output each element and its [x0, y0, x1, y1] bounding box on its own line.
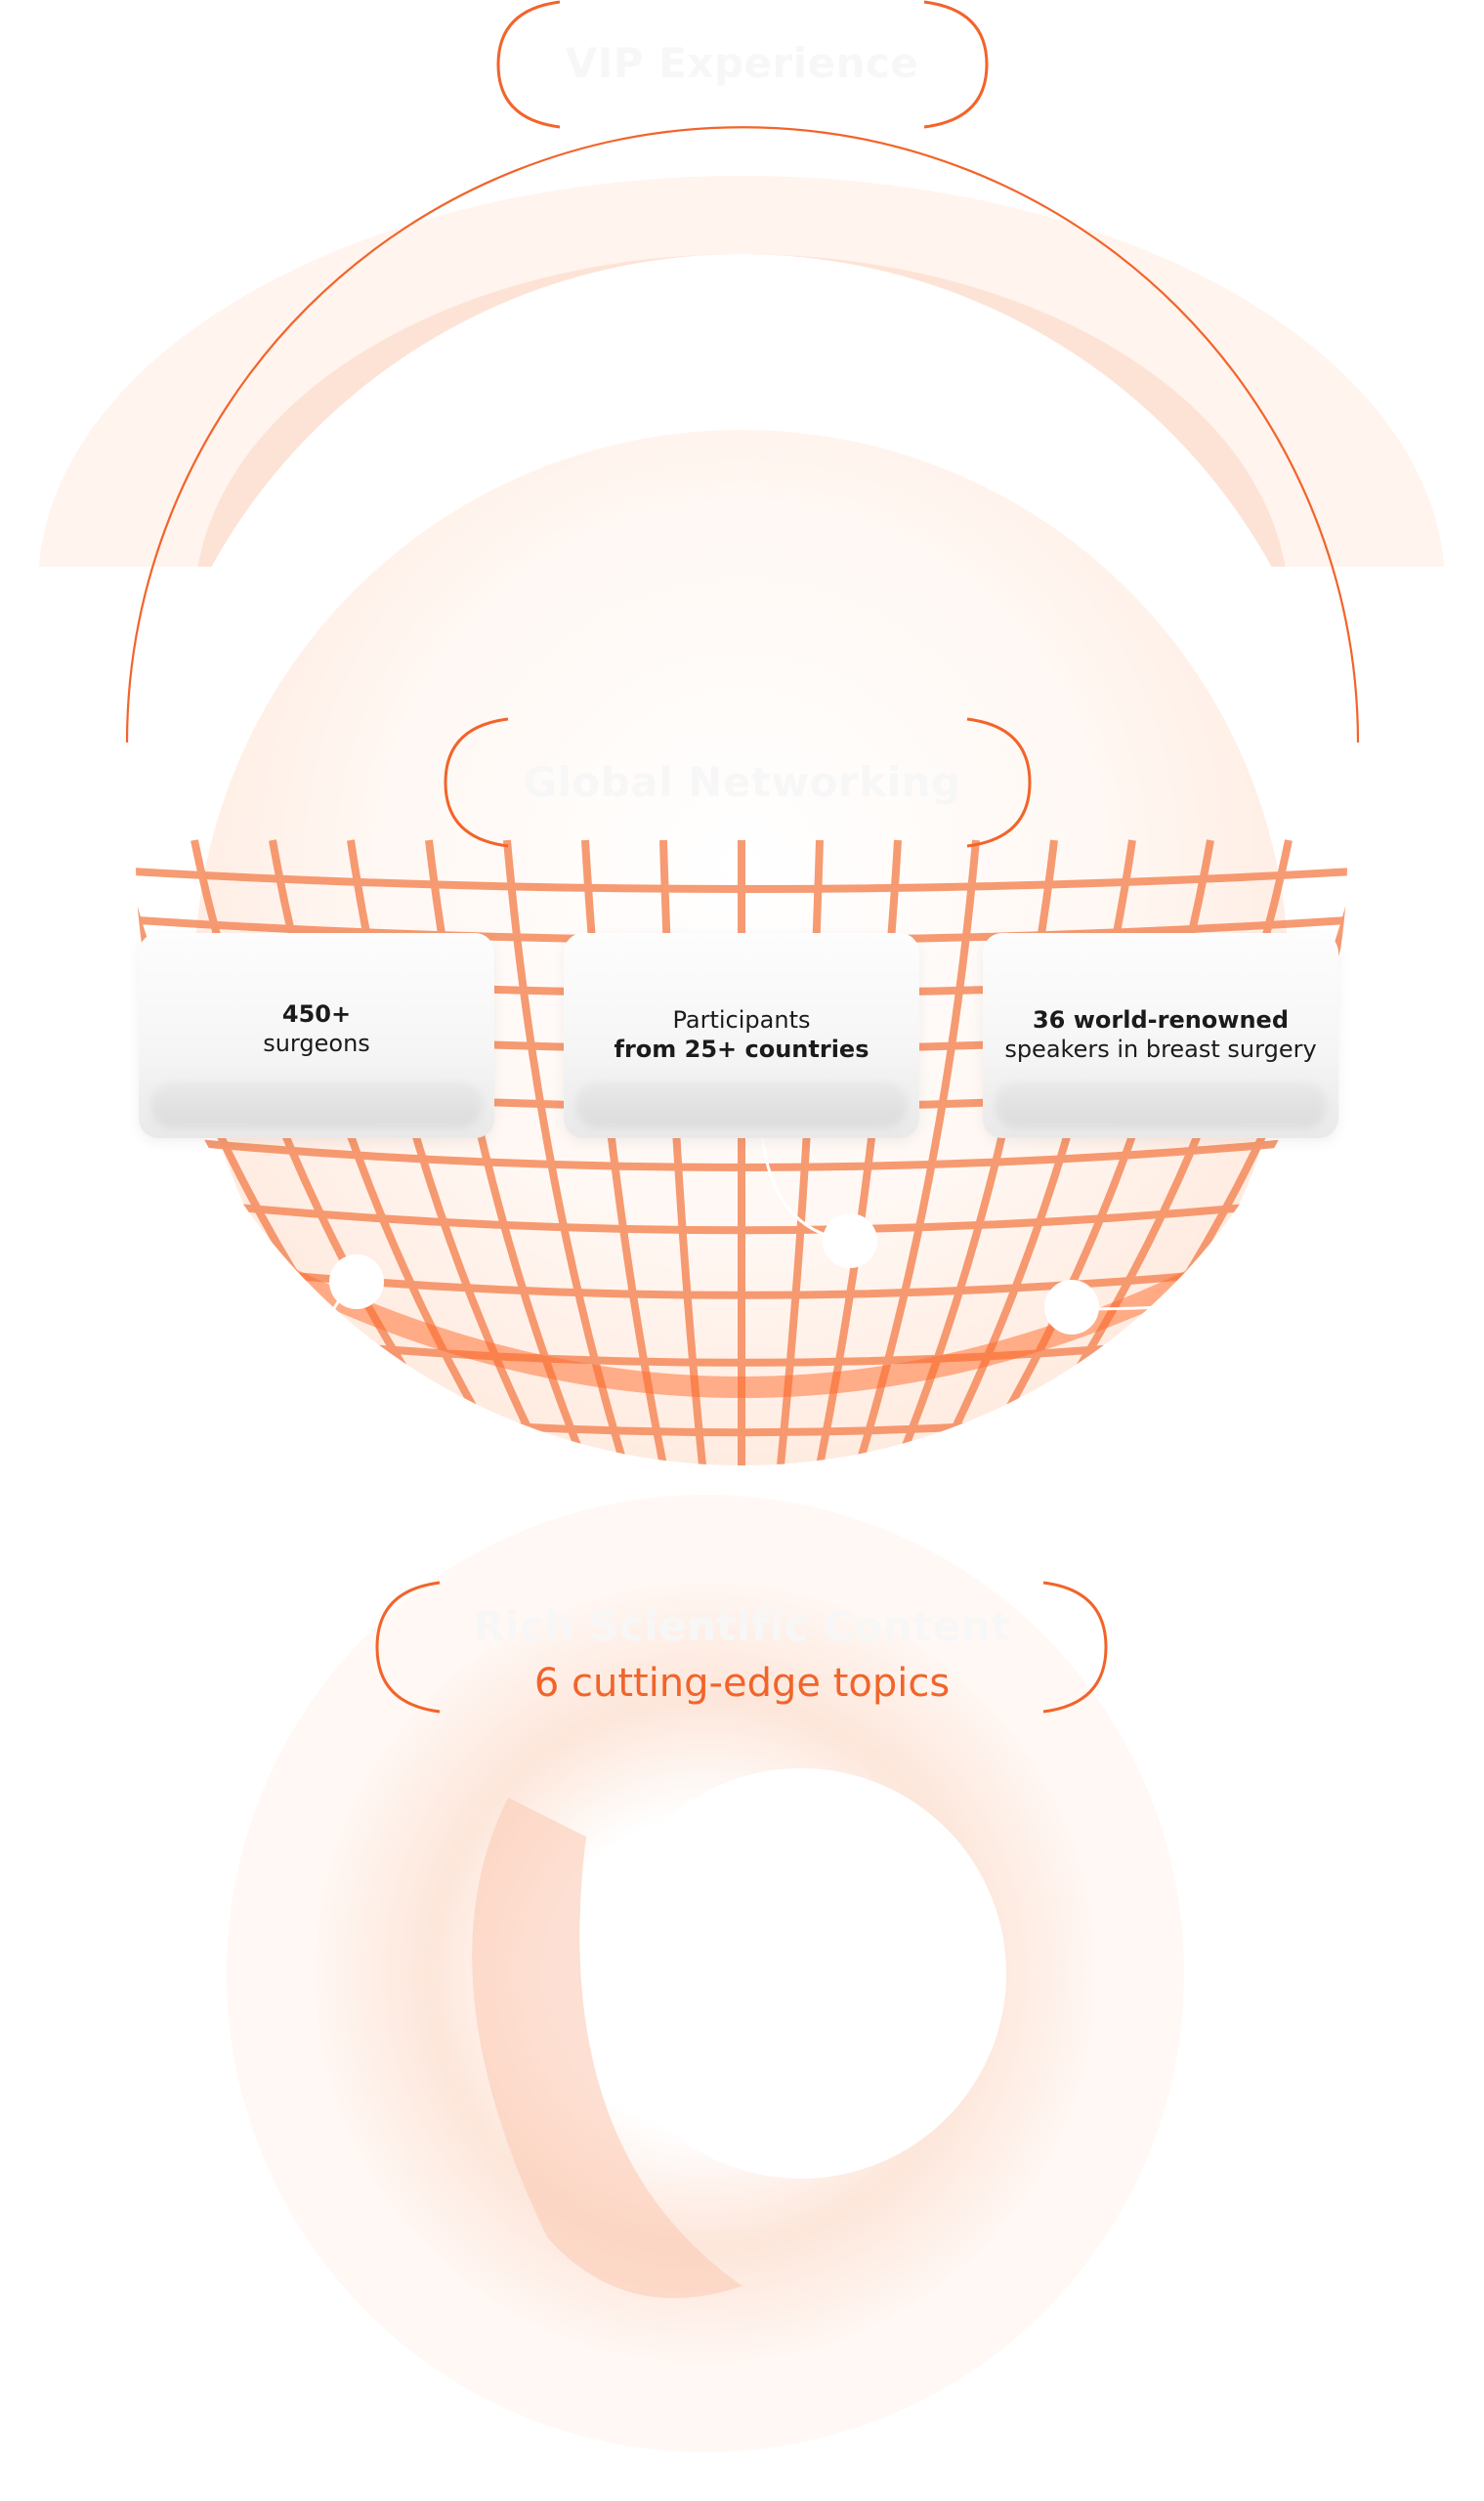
stat-bold: from 25+ countries [614, 1036, 869, 1063]
section-title-global: Global Networking [523, 758, 961, 806]
stat-label: surgeons [263, 1030, 370, 1057]
stat-text: 36 world-renowned speakers in breast sur… [983, 1005, 1338, 1064]
stat-card-surgeons: 450+ surgeons [139, 933, 494, 1138]
bracket-scientific [375, 1581, 1108, 1714]
bottom-ring [227, 1495, 1184, 2452]
stat-bold: 450+ [281, 1000, 352, 1028]
stat-text: Participants from 25+ countries [564, 1005, 919, 1064]
stat-card-participants: Participants from 25+ countries [564, 933, 919, 1138]
stat-text: 450+ surgeons [139, 999, 494, 1058]
stat-bold: 36 world-renowned [1032, 1006, 1290, 1034]
connector-dots [329, 1213, 1099, 1335]
section-title-scientific: Rich Scientific Content [473, 1602, 1011, 1650]
stat-card-speakers: 36 world-renowned speakers in breast sur… [983, 933, 1338, 1138]
bracket-vip [496, 0, 989, 129]
stat-label: speakers in breast surgery [1004, 1036, 1317, 1063]
section-subtitle-scientific: 6 cutting-edge topics [533, 1661, 951, 1706]
bracket-global [444, 717, 1032, 848]
stat-label: Participants [672, 1006, 811, 1034]
section-title-vip: VIP Experience [565, 39, 919, 87]
